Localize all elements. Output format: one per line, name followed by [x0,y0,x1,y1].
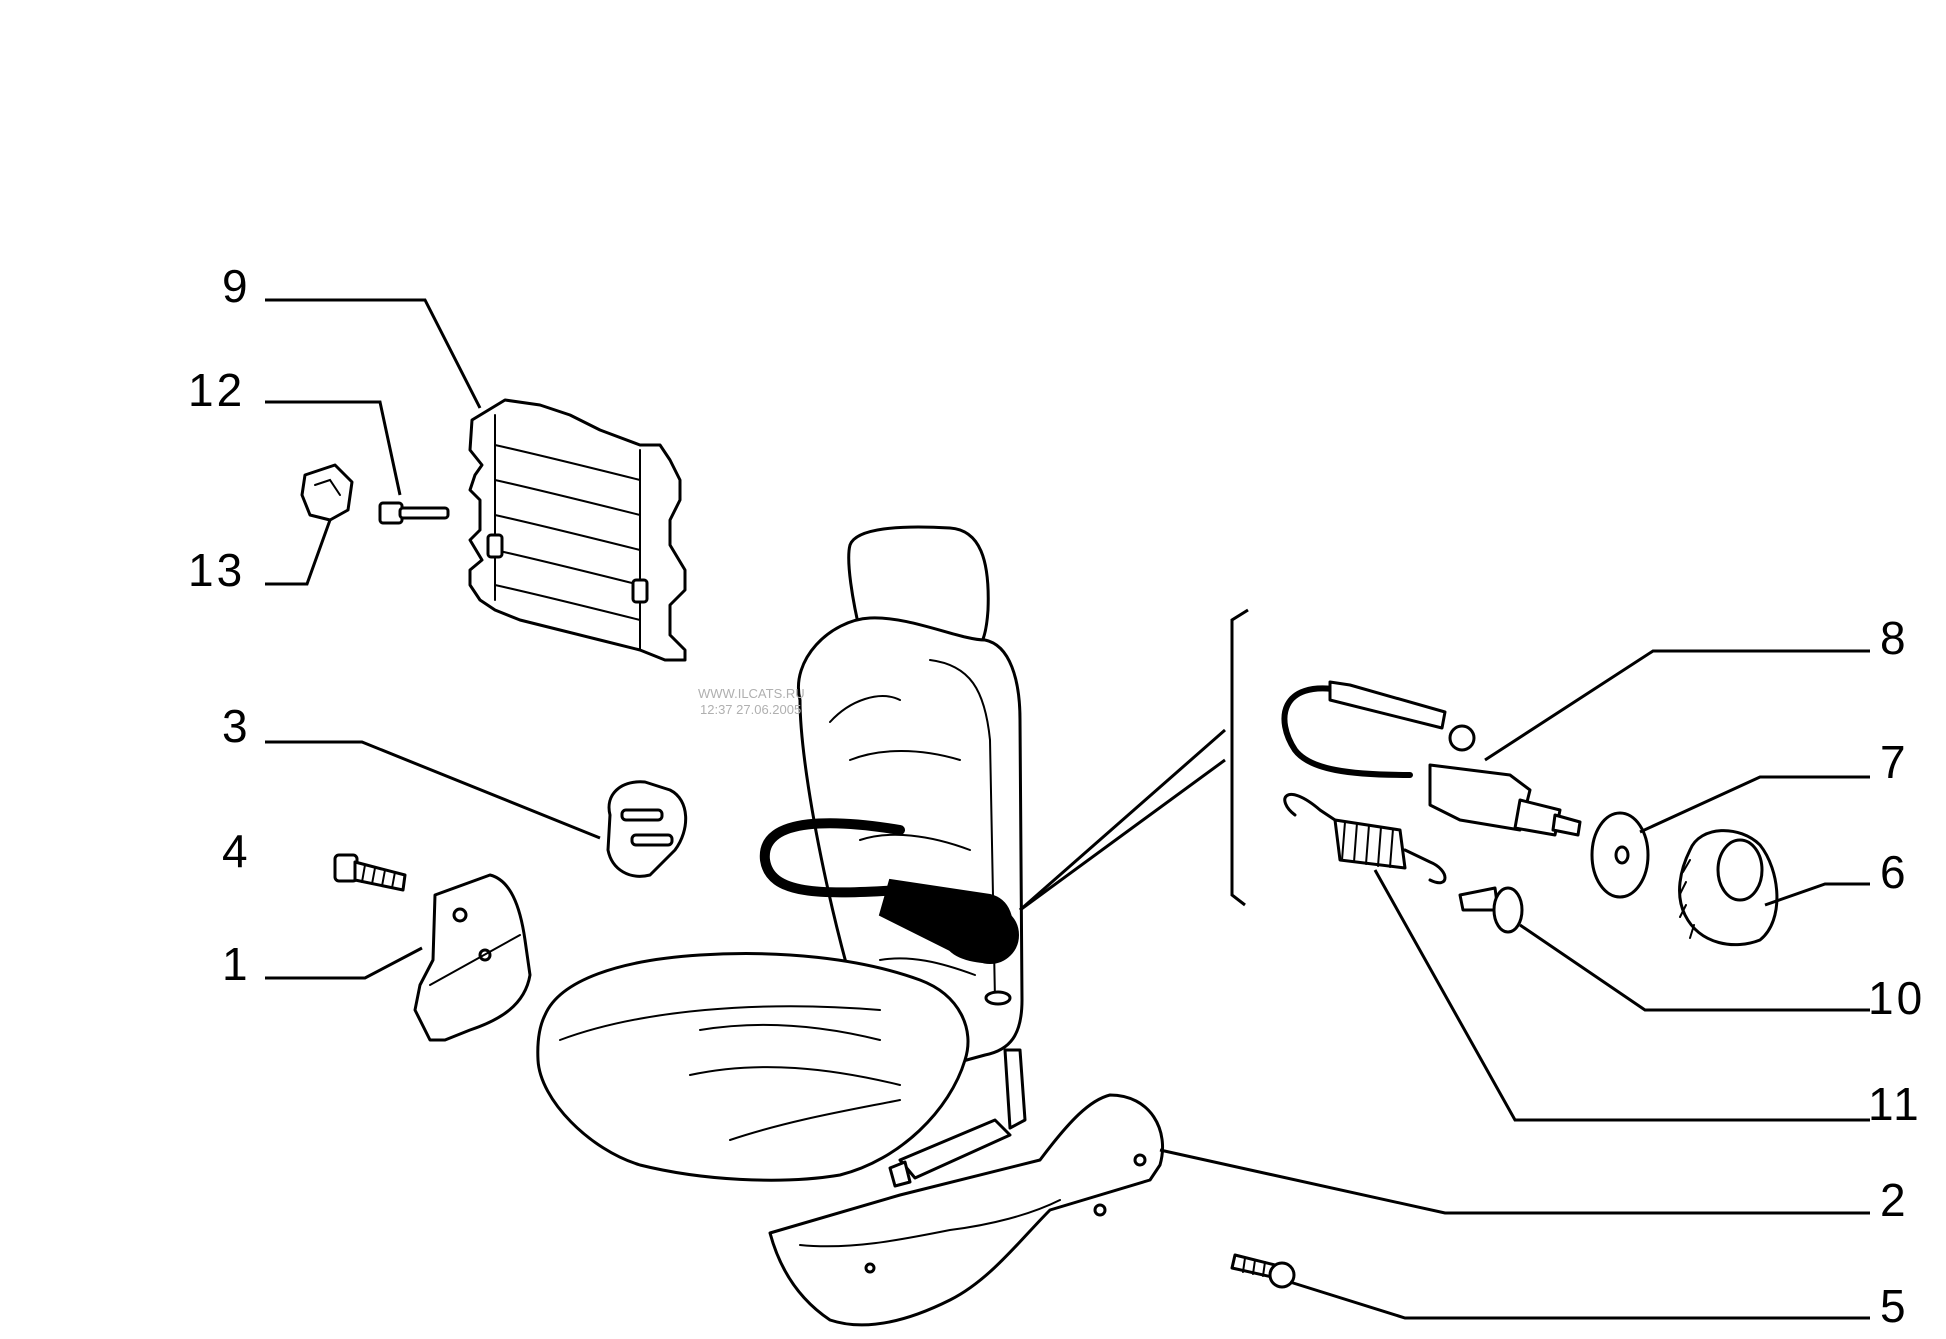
part-1-cover [413,873,532,1042]
callout-11: 11 [1868,1078,1922,1130]
seat-assembly [536,525,1027,1188]
part-3-bush [606,780,688,878]
callout-2: 2 [1880,1174,1909,1226]
callout-3: 3 [222,700,251,752]
callout-10: 10 [1868,972,1925,1024]
callout-9: 9 [222,260,251,312]
part-12-bolt [378,501,450,525]
part-13-clip [300,463,354,522]
part-9-lumbar-grid [468,398,687,662]
leader-lines [265,298,1870,1320]
part-5-screw [1230,1253,1296,1289]
callout-5: 5 [1880,1280,1909,1332]
part-10-pin [1458,886,1524,934]
callout-1: 1 [222,938,251,990]
callout-4: 4 [222,825,251,877]
part-6-knob [1678,829,1779,947]
watermark-timestamp: 12:37 27.06.2005 [700,702,801,717]
lumbar-group-bracket [1019,608,1249,912]
part-11-spring [1283,792,1447,885]
callout-6: 6 [1880,846,1909,898]
callout-8: 8 [1880,612,1909,664]
watermark: WWW.ILCATS.RU 12:37 27.06.2005 [698,686,805,717]
callout-12: 12 [188,364,245,416]
callout-labels: 9 12 13 3 4 1 8 7 6 10 11 2 5 [188,260,1925,1332]
part-2-side-trim [768,1093,1165,1327]
watermark-site: WWW.ILCATS.RU [698,686,805,701]
part-8-lumbar-cable [1281,680,1582,837]
callout-13: 13 [188,544,245,596]
part-4-screw [333,853,407,892]
callout-7: 7 [1880,736,1909,788]
part-7-washer [1590,811,1650,899]
